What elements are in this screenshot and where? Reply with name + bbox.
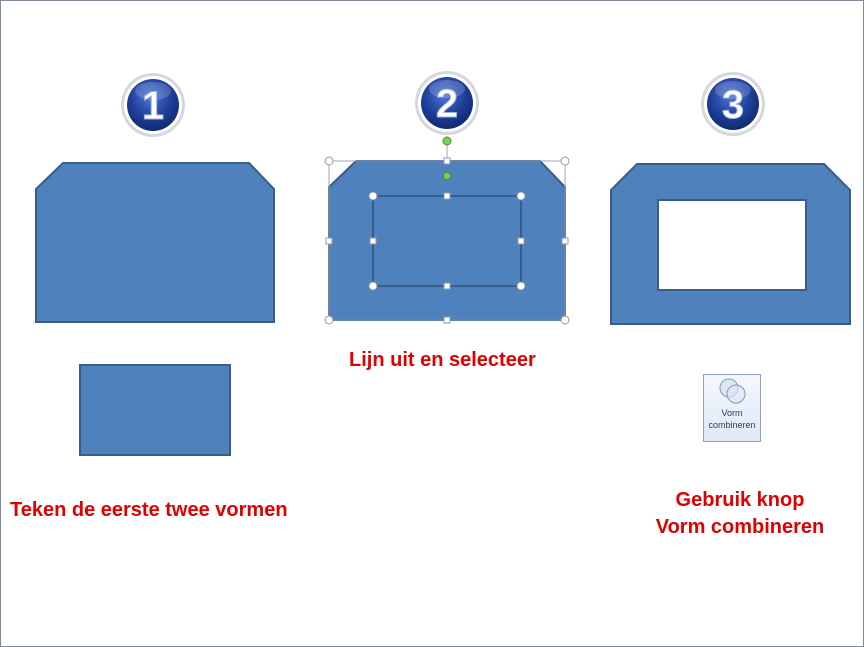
step-3-caption-line1: Gebruik knop	[675, 489, 805, 511]
combine-shapes-label-line1: Vorm	[721, 408, 743, 418]
step-1-caption: Teken de eerste twee vormen	[10, 499, 288, 521]
resize-handle[interactable]	[443, 192, 451, 200]
resize-handle[interactable]	[325, 237, 333, 245]
resize-handle[interactable]	[516, 191, 526, 201]
adjustment-handle[interactable]	[443, 172, 451, 180]
resize-handle[interactable]	[443, 282, 451, 290]
resize-handle[interactable]	[324, 156, 334, 166]
step-2-badge: 2	[415, 71, 479, 135]
resize-handle[interactable]	[517, 237, 525, 245]
resize-handle[interactable]	[516, 281, 526, 291]
resize-handle[interactable]	[560, 156, 570, 166]
step-1-rectangle[interactable]	[79, 364, 231, 456]
step-1-snipped-rectangle[interactable]	[35, 162, 275, 323]
resize-handle[interactable]	[324, 315, 334, 325]
step-3-badge: 3	[701, 72, 765, 136]
resize-handle[interactable]	[561, 237, 569, 245]
combine-shapes-icon	[719, 378, 746, 404]
resize-handle[interactable]	[368, 191, 378, 201]
step-3-number: 3	[722, 83, 744, 127]
step-2-number: 2	[436, 82, 458, 126]
step-1-badge: 1	[121, 73, 185, 137]
resize-handle[interactable]	[560, 315, 570, 325]
step-2-caption: Lijn uit en selecteer	[349, 349, 536, 371]
resize-handle[interactable]	[443, 157, 451, 165]
resize-handle[interactable]	[369, 237, 377, 245]
step-2-inner-rectangle[interactable]	[372, 195, 522, 287]
combine-shapes-label: Vorm combineren	[704, 407, 760, 431]
combine-shapes-button[interactable]: Vorm combineren	[703, 374, 761, 442]
step-1-number: 1	[142, 84, 164, 128]
step-3-caption: Gebruik knop Vorm combineren	[640, 489, 840, 539]
rotation-handle[interactable]	[442, 136, 452, 146]
step-3-combined-shape[interactable]	[610, 163, 851, 325]
combine-shapes-label-line2: combineren	[708, 420, 756, 430]
resize-handle[interactable]	[368, 281, 378, 291]
step-3-caption-line2: Vorm combineren	[655, 516, 825, 538]
resize-handle[interactable]	[443, 316, 451, 324]
